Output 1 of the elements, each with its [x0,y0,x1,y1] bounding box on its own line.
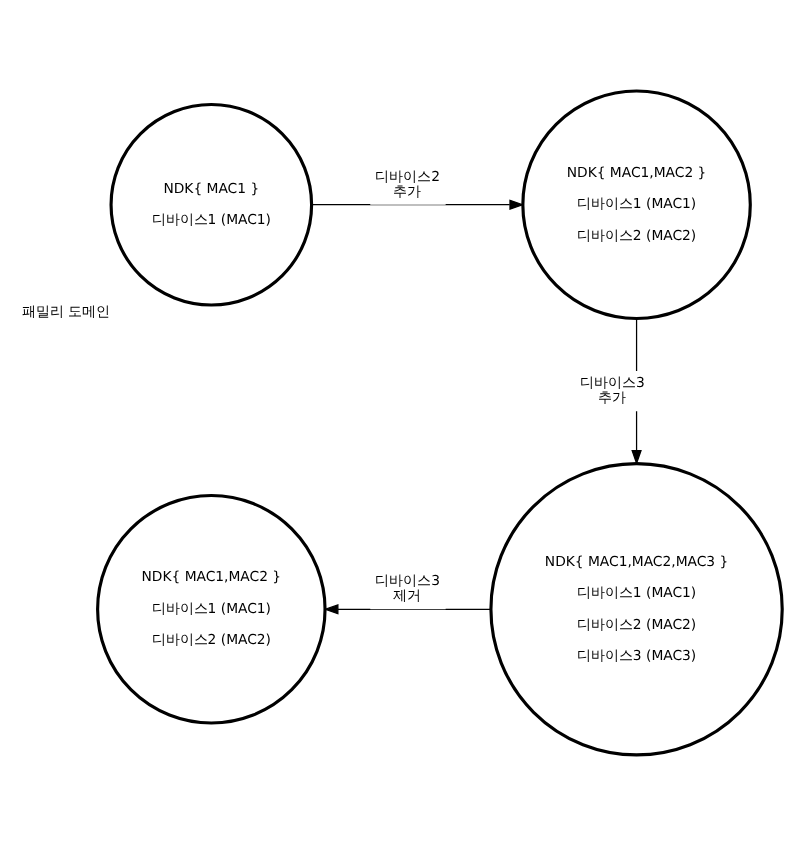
arrow [323,603,492,614]
